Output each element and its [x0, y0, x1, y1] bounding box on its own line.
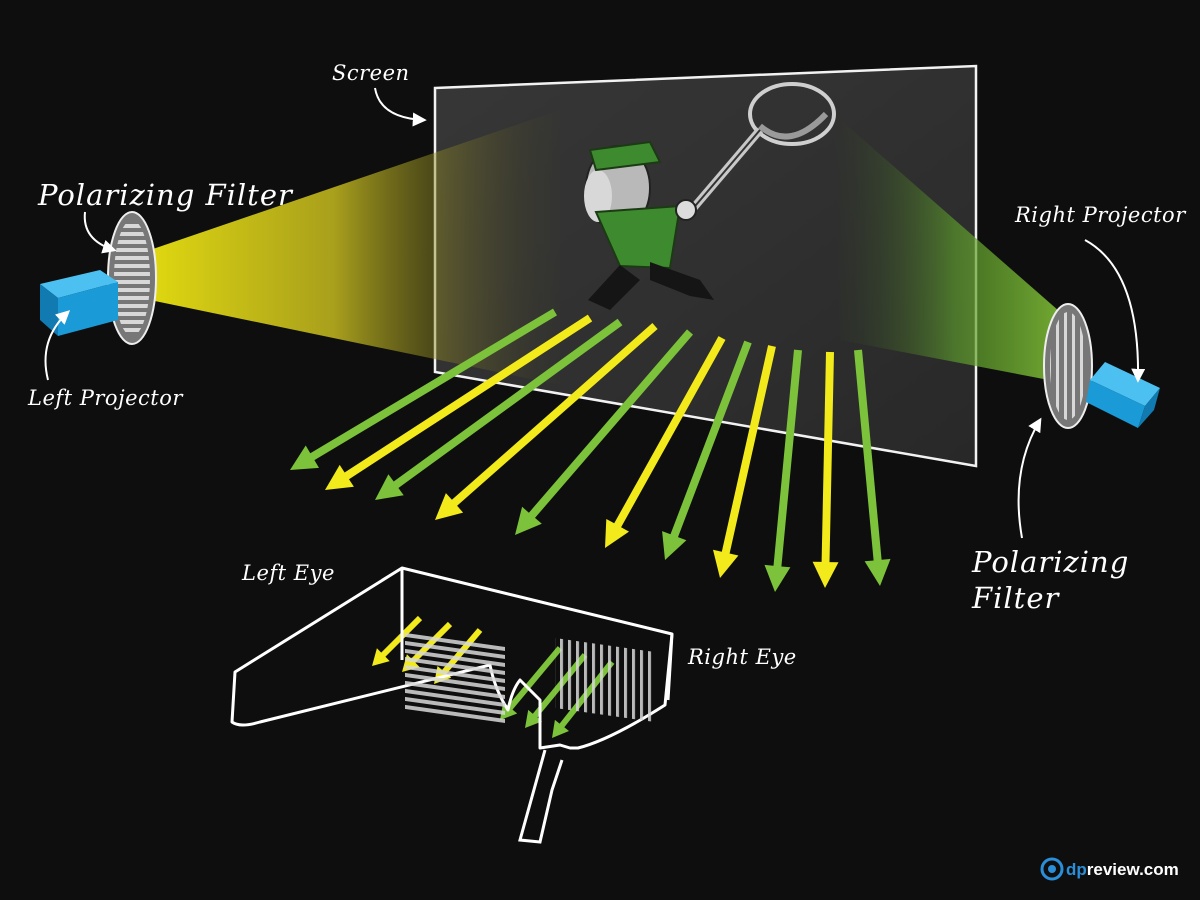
glasses-frame [230, 566, 674, 750]
right-filter-leader-arrow [1017, 417, 1042, 539]
green-light-arrow [764, 349, 802, 592]
left-light-beam [150, 110, 560, 385]
dpreview-logo-icon [1040, 857, 1064, 881]
right-projector-leader-arrow [1084, 239, 1146, 383]
green-light-arrow [375, 318, 623, 500]
right-eye-label: Right Eye [687, 645, 797, 669]
cartoon-character [584, 82, 836, 310]
left-polarizing-filter [107, 211, 157, 345]
left-projector-leader-arrow [44, 310, 71, 381]
green-light-arrow [290, 308, 557, 470]
3d-glasses [230, 566, 674, 844]
screen-label: Screen [332, 61, 410, 85]
right-filter-label-line2: Filter [971, 581, 1060, 615]
left-lens [405, 631, 505, 726]
green-light-arrow [854, 349, 891, 586]
right-projector [1086, 362, 1160, 428]
yellow-light-arrow [713, 345, 776, 578]
left-eye-label: Left Eye [241, 561, 335, 585]
svg-text:dpreview.com: dpreview.com [1066, 860, 1179, 879]
green-light-arrow [662, 340, 752, 560]
right-projector-label: Right Projector [1014, 203, 1187, 227]
left-filter-leader-arrow [83, 211, 117, 254]
yellow-light-arrow [812, 351, 839, 588]
green-light-arrow [515, 329, 693, 535]
screen-leader-arrow [374, 87, 427, 127]
yellow-light-arrow [325, 314, 593, 490]
right-lens [555, 638, 655, 723]
watermark-accent: dp [1066, 860, 1087, 879]
dpreview-watermark: dpreview.com [1040, 857, 1179, 881]
green-lens-arrow [500, 646, 563, 720]
left-projector-label: Left Projector [27, 386, 184, 410]
yellow-light-arrow [435, 323, 658, 520]
right-filter-label-line1: Polarizing [971, 545, 1129, 579]
watermark-rest: review.com [1087, 860, 1179, 879]
yellow-light-arrow [605, 336, 726, 548]
left-filter-label: Polarizing Filter [37, 178, 294, 212]
right-polarizing-filter [1043, 303, 1093, 429]
glasses-right-temple [518, 749, 564, 844]
left-projector [40, 270, 118, 336]
yellow-lens-arrow [372, 615, 423, 666]
right-light-beam [835, 115, 1075, 385]
